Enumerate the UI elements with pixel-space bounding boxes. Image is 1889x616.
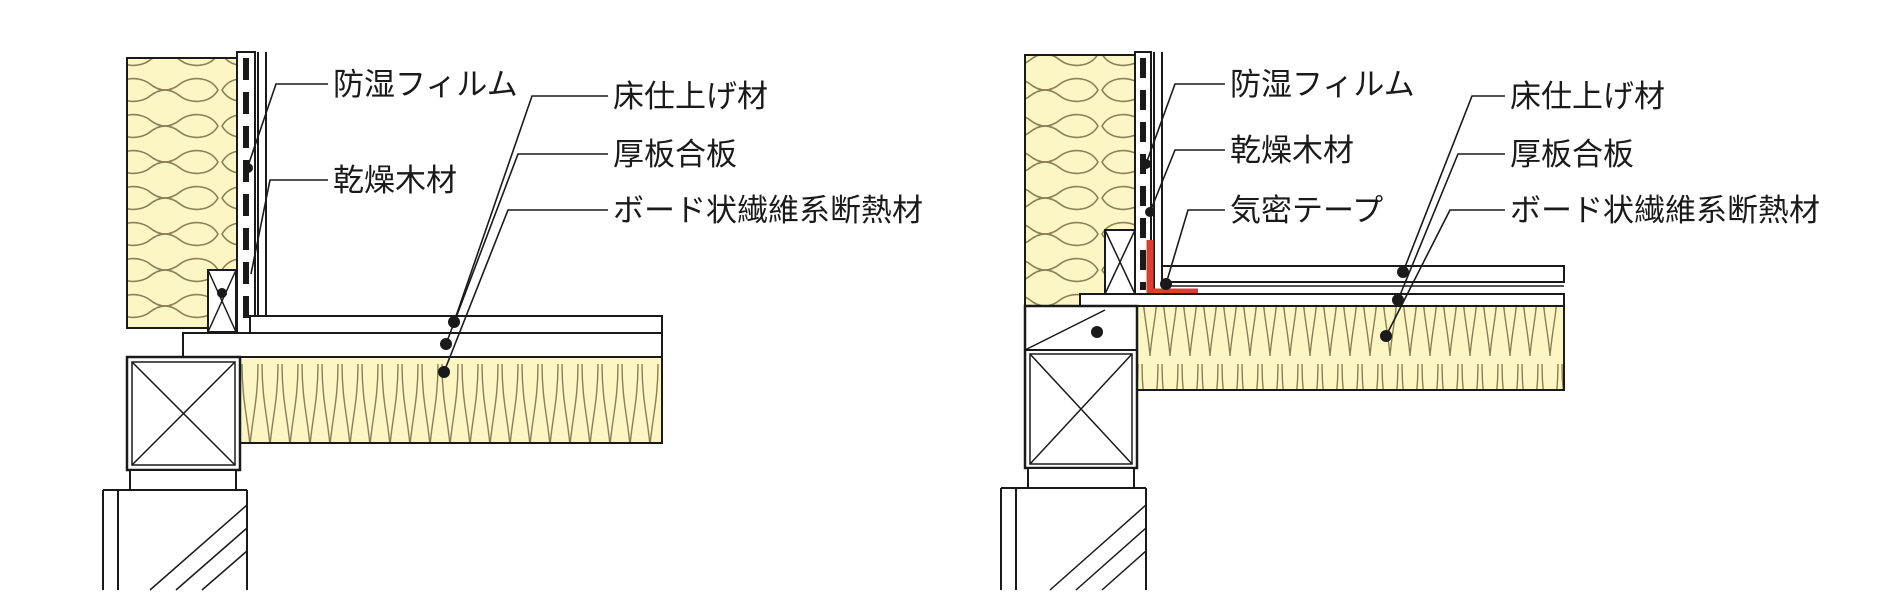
left-leaders xyxy=(247,83,608,373)
left-label-floor-finish: 床仕上げ材 xyxy=(613,79,768,115)
right-floor-insulation xyxy=(1136,305,1565,391)
right-sill-packing xyxy=(1027,467,1135,489)
right-label-vapor-film: 防湿フィルム xyxy=(1230,67,1415,103)
right-leader-dots xyxy=(1091,159,1409,342)
left-label-dried-lumber: 乾燥木材 xyxy=(333,163,457,199)
right-label-floor-finish: 床仕上げ材 xyxy=(1510,79,1665,115)
left-label-vapor-film: 防湿フィルム xyxy=(333,67,518,103)
right-sill-beam xyxy=(1023,304,1139,470)
right-foundation xyxy=(1000,487,1147,591)
left-sill-packing xyxy=(129,469,237,491)
left-thick-plywood xyxy=(182,332,663,358)
right-label-thick-plywood: 厚板合板 xyxy=(1510,137,1634,173)
right-airtight-tape xyxy=(1146,240,1198,296)
left-floor-insulation xyxy=(239,356,663,444)
left-label-board-insulation: ボード状繊維系断熱材 xyxy=(613,193,923,229)
left-foundation xyxy=(102,489,248,591)
left-label-thick-plywood: 厚板合板 xyxy=(613,137,737,173)
right-leaders xyxy=(1145,83,1505,337)
right-thick-plywood xyxy=(1079,293,1565,307)
right-label-airtight-tape: 気密テープ xyxy=(1230,193,1383,229)
right-floor-finish xyxy=(1161,265,1565,283)
left-detail: 防湿フィルム 乾燥木材 床仕上げ材 厚板合板 ボード状繊維系断熱材 xyxy=(102,51,923,591)
right-label-board-insulation: ボード状繊維系断熱材 xyxy=(1510,193,1820,229)
right-label-dried-lumber: 乾燥木材 xyxy=(1230,133,1354,169)
right-detail: 防湿フィルム 乾燥木材 気密テープ 床仕上げ材 厚板合板 ボード状繊維系断熱材 xyxy=(1000,51,1820,591)
left-leader-dots xyxy=(217,163,460,378)
